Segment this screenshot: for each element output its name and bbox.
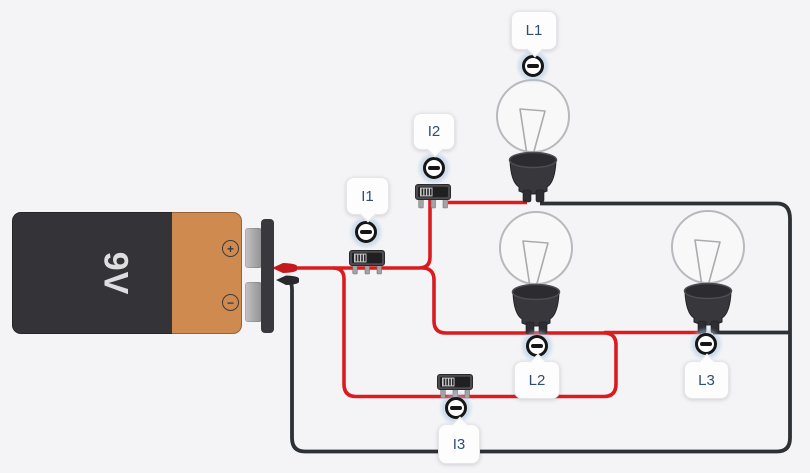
wire-positive-loop-l2-i3[interactable] [332,266,618,399]
bulb-l1[interactable] [493,79,573,203]
battery-positive-clip[interactable] [272,263,297,273]
battery-plus-mark: + [222,240,239,257]
minus-indicator-icon[interactable] [419,153,449,183]
ammeter-i1[interactable] [349,250,385,275]
battery-clip-plate [261,219,274,333]
battery-minus-mark: − [222,294,239,311]
label-ammeter-i1: I1 [346,177,389,223]
label-bulb-l1: L1 [511,11,557,58]
minus-indicator-icon[interactable] [351,217,381,247]
minus-indicator-icon[interactable] [522,331,552,361]
label-ammeter-i2: I2 [413,113,455,158]
battery-terminal-post-negative [245,282,262,322]
battery-terminal-post-positive [245,228,262,268]
bulb-l2[interactable] [496,211,576,335]
label-bulb-l3: L3 [684,353,729,399]
wire-negative-main[interactable] [288,201,792,454]
battery-negative-clip[interactable] [276,275,299,286]
label-ammeter-i3: I3 [438,416,480,464]
bulb-l3[interactable] [668,210,748,334]
battery-9v[interactable] [12,212,242,334]
ammeter-i2[interactable] [415,184,451,209]
minus-indicator-icon[interactable] [441,393,471,423]
label-bulb-l2: L2 [514,353,560,399]
minus-indicator-icon[interactable] [518,51,548,81]
wire-positive-riser-to-ammeter-i2[interactable] [418,200,432,270]
